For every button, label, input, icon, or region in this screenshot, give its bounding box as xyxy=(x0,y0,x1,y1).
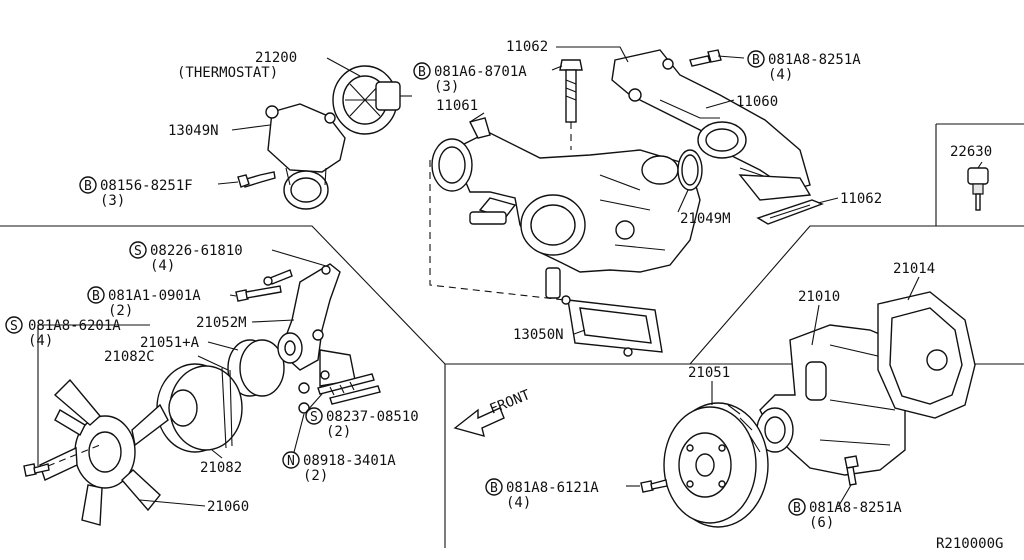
pump-pulley-21051 xyxy=(663,402,769,528)
nut-08918-3401A xyxy=(298,382,310,414)
label-21082: 21082 xyxy=(200,460,242,476)
gasket-13050N xyxy=(429,160,663,357)
label-11060: 11060 xyxy=(736,94,778,110)
label-08226-61810: 08226-61810 xyxy=(150,243,243,259)
label-21052M: 21052M xyxy=(196,315,247,331)
section-dividers xyxy=(0,123,1024,548)
label-21051A: 21051+A xyxy=(140,335,200,351)
label-13050N: 13050N xyxy=(513,327,564,343)
bolt-081A8-8251A-top xyxy=(689,49,722,67)
screw-08237-08510 xyxy=(317,373,381,405)
water-inlet-pipe-11060 xyxy=(611,49,812,201)
bolt-prefix: B xyxy=(418,65,426,80)
bolt-prefix: B xyxy=(92,289,100,304)
diagram-reference: R210000G xyxy=(936,536,1003,552)
bolt-symbol xyxy=(413,62,431,80)
label-thermostat: (THERMOSTAT) xyxy=(177,65,278,81)
nut-prefix: N xyxy=(287,454,295,469)
bolt-symbol xyxy=(485,478,503,496)
label-21010: 21010 xyxy=(798,289,840,305)
label-08918-3401A: 08918-3401A xyxy=(303,453,396,469)
screw-prefix: S xyxy=(10,319,18,334)
bolt-prefix: B xyxy=(84,179,92,194)
screw-symbol xyxy=(5,316,23,334)
bolt-prefix: B xyxy=(490,481,498,496)
label-081A6-8701A: 081A6-8701A xyxy=(434,64,527,80)
label-081A1-0901A: 081A1-0901A xyxy=(108,288,201,304)
label-081A8-8251A-top: 081A8-8251A xyxy=(768,52,861,68)
pump-gasket-21014 xyxy=(877,291,976,419)
label-21200: 21200 xyxy=(255,50,297,66)
label-11062-bottom: 11062 xyxy=(840,191,882,207)
bracket-21052M xyxy=(279,263,356,387)
thermostat-housing-part xyxy=(265,103,346,210)
bolt-prefix: B xyxy=(793,501,801,516)
label-21060: 21060 xyxy=(207,499,249,515)
screw-symbol xyxy=(305,407,323,425)
qty-08918-3401A: (2) xyxy=(303,468,328,484)
qty-08226-61810: (4) xyxy=(150,258,175,274)
fan-clutch-21082 xyxy=(156,363,243,453)
labels: 21200 (THERMOSTAT) 13049N B 08156-8251F … xyxy=(5,39,1003,552)
water-pump-21010 xyxy=(756,324,906,476)
qty-081A1-0901A: (2) xyxy=(108,303,133,319)
bolt-prefix: B xyxy=(752,53,760,68)
label-21051: 21051 xyxy=(688,365,730,381)
label-13049N: 13049N xyxy=(168,123,219,139)
water-outlet-housing xyxy=(431,117,701,299)
label-11062-top: 11062 xyxy=(506,39,548,55)
leader-lines xyxy=(37,46,983,508)
bolt-symbol xyxy=(79,176,97,194)
label-22630: 22630 xyxy=(950,144,992,160)
nut-symbol xyxy=(282,451,300,469)
label-081A8-6121A: 081A8-6121A xyxy=(506,480,599,496)
bolt-081A8-8251A-bottom xyxy=(844,455,859,486)
qty-08237-08510: (2) xyxy=(326,424,351,440)
label-front: FRONT xyxy=(488,387,534,418)
label-11061: 11061 xyxy=(436,98,478,114)
qty-081A8-6201A: (4) xyxy=(28,333,53,349)
qty-081A8-8251A-bottom: (6) xyxy=(809,515,834,531)
qty-08156-8251F: (3) xyxy=(100,193,125,209)
label-081A8-6201A: 081A8-6201A xyxy=(28,318,121,334)
bolt-081A6-8701A xyxy=(559,59,583,150)
label-21014: 21014 xyxy=(893,261,935,277)
qty-081A8-8251A-top: (4) xyxy=(768,67,793,83)
front-arrow xyxy=(453,407,505,437)
bolt-symbol xyxy=(87,286,105,304)
bolt-081A1-0901A xyxy=(235,285,282,302)
bolt-symbol xyxy=(747,50,765,68)
label-21049M: 21049M xyxy=(680,211,731,227)
fan-21060 xyxy=(39,378,169,526)
label-081A8-8251A-bottom: 081A8-8251A xyxy=(809,500,902,516)
label-08237-08510: 08237-08510 xyxy=(326,409,419,425)
bolt-081A8-6121A xyxy=(640,479,668,493)
thermostat-part xyxy=(332,65,412,135)
screw-symbol xyxy=(129,241,147,259)
screw-prefix: S xyxy=(310,410,318,425)
qty-081A8-6121A: (4) xyxy=(506,495,531,511)
bolt-08156-8251F xyxy=(237,171,276,188)
gasket-11062-bottom xyxy=(756,199,824,225)
screw-08226-61810 xyxy=(263,269,293,286)
pulley-21051A xyxy=(227,332,303,397)
screw-prefix: S xyxy=(134,244,142,259)
temperature-sensor-22630 xyxy=(967,167,989,211)
qty-081A6-8701A: (3) xyxy=(434,79,459,95)
bolt-081A8-6201A xyxy=(23,444,101,477)
label-21082C: 21082C xyxy=(104,349,155,365)
label-08156-8251F: 08156-8251F xyxy=(100,178,193,194)
o-ring-21049M xyxy=(677,149,703,191)
bolt-symbol xyxy=(788,498,806,516)
